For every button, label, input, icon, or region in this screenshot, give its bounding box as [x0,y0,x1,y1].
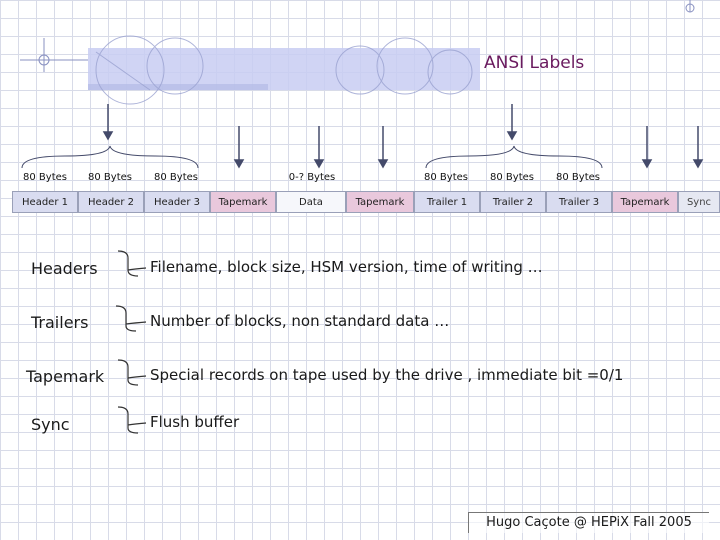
down-arrows [102,104,704,169]
size-label-header-1: 80 Bytes [23,172,67,183]
tape-cell-header-2: Header 2 [78,191,144,213]
corner-marks [20,0,695,72]
banner-circles [95,35,473,105]
tape-cell-sync: Sync [678,191,720,213]
term-sync: Sync [31,415,70,434]
tape-cell-header-1: Header 1 [12,191,78,213]
tape-cell-tapemark: Tapemark [210,191,276,213]
tape-cell-tapemark: Tapemark [612,191,678,213]
title-banner-shadow [88,84,268,90]
size-label-trailer-3: 80 Bytes [556,172,600,183]
desc-tapemark: Special records on tape used by the driv… [150,366,624,384]
size-label-trailer-2: 80 Bytes [490,172,534,183]
term-headers: Headers [31,259,98,278]
tape-cell-header-3: Header 3 [144,191,210,213]
tape-cell-trailer-1: Trailer 1 [414,191,480,213]
term-tapemark: Tapemark [26,367,105,386]
size-braces [21,145,603,169]
page-title: ANSI Labels [484,53,585,73]
size-label-data: 0-? Bytes [288,172,336,183]
size-label-header-2: 80 Bytes [88,172,132,183]
definition-braces [115,250,147,434]
desc-sync: Flush buffer [150,413,240,431]
tape-cell-data: Data [276,191,346,213]
desc-headers: Filename, block size, HSM version, time … [150,258,543,276]
tape-cell-tapemark: Tapemark [346,191,414,213]
footer-credit: Hugo Caçote @ HEPiX Fall 2005 [468,512,709,533]
desc-trailers: Number of blocks, non standard data … [150,312,450,330]
size-label-trailer-1: 80 Bytes [424,172,468,183]
term-trailers: Trailers [31,313,89,332]
tape-cell-trailer-3: Trailer 3 [546,191,612,213]
tape-cell-trailer-2: Trailer 2 [480,191,546,213]
size-label-header-3: 80 Bytes [154,172,198,183]
